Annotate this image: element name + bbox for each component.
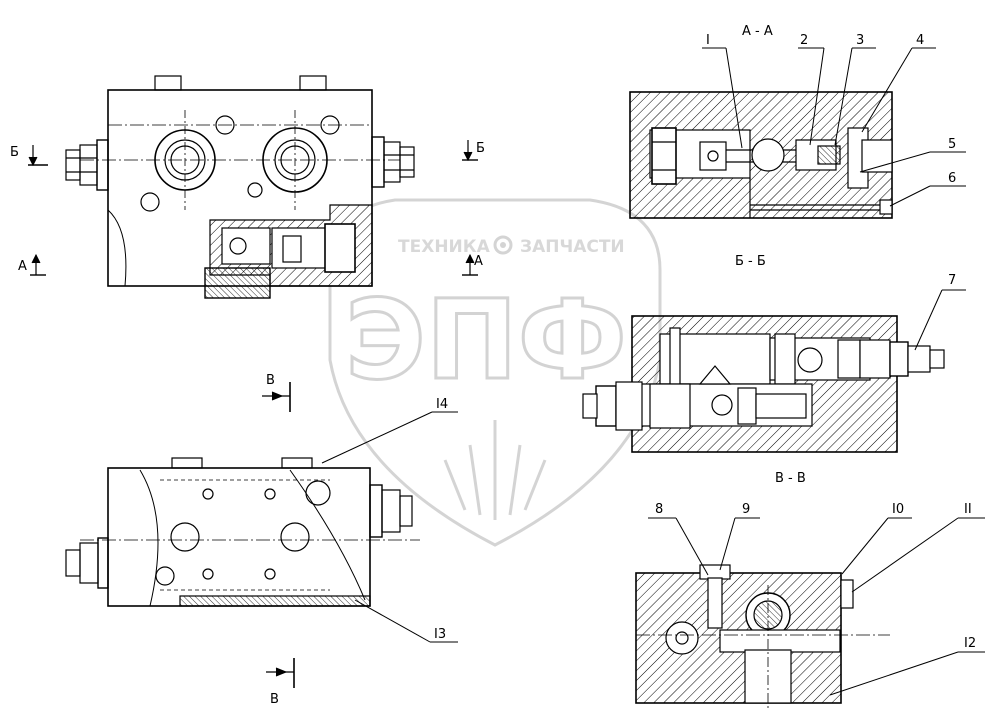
callout-4: 4 [916, 33, 924, 48]
section-arrow-b-left: Б [10, 145, 19, 160]
watermark-logo: ЭПФ [345, 276, 627, 404]
section-vv-title: В - В [775, 471, 806, 486]
callout-10: I0 [892, 502, 904, 517]
section-aa-title: А - А [742, 24, 773, 39]
callout-11: II [964, 502, 972, 517]
section-bb-leaders [914, 289, 966, 351]
section-arrow-v-top: В [266, 373, 275, 388]
section-arrow-a-right: А [474, 254, 483, 269]
bottom-left-leaders [321, 411, 458, 643]
callout-13: I3 [434, 627, 446, 642]
watermark: ТЕХНИКА ЗАПЧАСТИ ЭПФ [328, 198, 662, 547]
callout-2: 2 [800, 33, 808, 48]
callout-7: 7 [948, 273, 956, 288]
watermark-brand-left: ТЕХНИКА [398, 237, 491, 257]
section-aa-leaders [702, 47, 966, 207]
section-arrow-b-right: Б [476, 141, 485, 156]
section-bb-view [582, 315, 945, 453]
watermark-gear-icon [493, 235, 513, 255]
callout-1: I [706, 33, 710, 48]
top-left-view [28, 75, 478, 299]
section-aa-view [629, 91, 893, 219]
callout-12: I2 [964, 636, 976, 651]
section-arrow-a-left: А [18, 259, 27, 274]
callout-5: 5 [948, 137, 956, 152]
bottom-left-view [65, 382, 420, 688]
callout-6: 6 [948, 171, 956, 186]
section-arrow-v-bottom: В [270, 692, 279, 707]
callout-9: 9 [742, 502, 750, 517]
section-bb-title: Б - Б [735, 254, 766, 269]
watermark-wheat-icon [443, 420, 547, 520]
callout-3: 3 [856, 33, 864, 48]
watermark-brand-right: ЗАПЧАСТИ [520, 237, 625, 257]
section-vv-leaders [648, 517, 985, 696]
section-vv-view [635, 564, 890, 710]
callout-8: 8 [655, 502, 663, 517]
callout-14: I4 [436, 397, 448, 412]
